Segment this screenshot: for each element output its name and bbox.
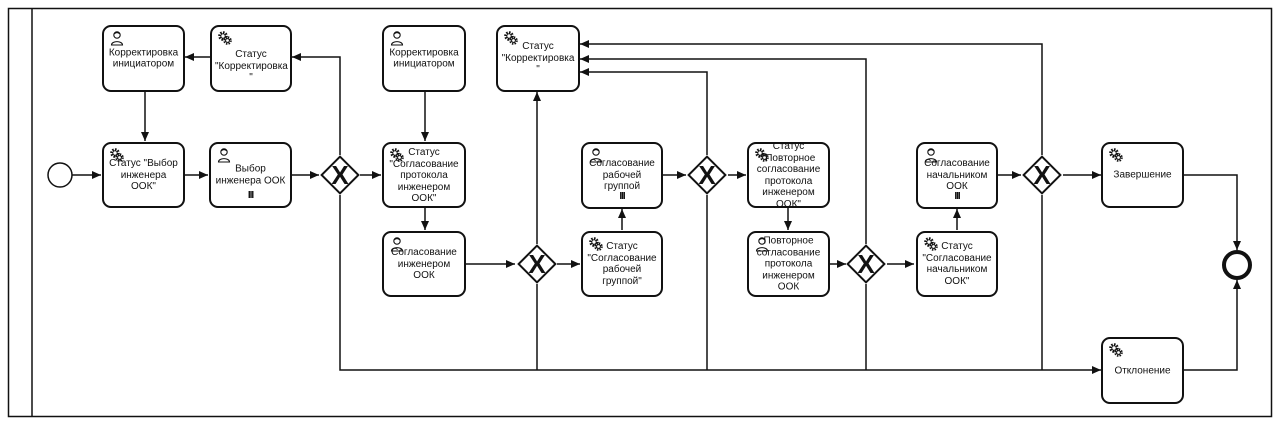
flow-otklonenie-to-end: [1184, 280, 1241, 371]
multi-instance-marker: III: [954, 191, 960, 202]
user-icon: [389, 30, 405, 46]
start-event[interactable]: [47, 162, 73, 188]
user-icon: [109, 30, 125, 46]
task-label: Выбор инженера ООК: [215, 163, 286, 187]
task-vybor[interactable]: Выбор инженера ООК III: [209, 142, 292, 208]
task-label: Статус "Выбор инженера ООК": [109, 157, 178, 192]
task-label: Завершение: [1113, 169, 1172, 181]
task-corr2[interactable]: Корректировка инициатором: [382, 25, 466, 92]
task-label: Корректировка инициатором: [108, 47, 179, 70]
user-icon: [389, 236, 405, 252]
task-label: Повторное согласование протокола инженер…: [756, 235, 821, 293]
flow-g3-to-status-corr2: [580, 68, 708, 155]
task-status-sogl-rab[interactable]: Статус "Согласование рабочей группой": [581, 231, 663, 297]
pool-frame: [7, 7, 1273, 418]
task-label: Статус "Согласование рабочей группой": [587, 241, 657, 287]
task-zavershenie[interactable]: Завершение: [1101, 142, 1184, 208]
task-status-vybor[interactable]: Статус "Выбор инженера ООК": [102, 142, 185, 208]
task-label: Согласование начальником ООК: [924, 158, 990, 192]
task-otklonenie[interactable]: Отклонение: [1101, 337, 1184, 404]
task-label: Статус "Корректировка ": [215, 49, 288, 83]
task-status-sogl-nach[interactable]: Статус "Согласование начальником ООК": [916, 231, 998, 297]
user-icon: [588, 147, 604, 163]
flow-g4-to-status-corr2: [580, 55, 867, 244]
multi-instance-marker: III: [619, 191, 625, 202]
gear-icon: [389, 147, 405, 163]
user-icon: [754, 236, 770, 252]
gear-icon: [588, 236, 604, 252]
task-status-sogl-prot[interactable]: Статус "Согласование протокола инженером…: [382, 142, 466, 208]
task-label: Статус "Повторное согласование протокола…: [756, 141, 821, 210]
task-status-corr1[interactable]: Статус "Корректировка ": [210, 25, 292, 92]
task-label: Статус "Согласование начальником ООК": [922, 241, 992, 287]
task-label: Статус "Корректировка ": [501, 41, 575, 75]
task-corr1[interactable]: Корректировка инициатором: [102, 25, 185, 92]
gear-icon: [1108, 342, 1124, 358]
gear-icon: [754, 147, 770, 163]
end-event[interactable]: [1222, 250, 1252, 280]
task-label: Отклонение: [1114, 364, 1171, 376]
flow-g1-to-status-corr1: [292, 53, 341, 155]
task-status-corr2[interactable]: Статус "Корректировка ": [496, 25, 580, 92]
task-sogl-ing[interactable]: Согласование инженером ООК: [382, 231, 466, 297]
task-sogl-nach[interactable]: Согласование начальником ООК III: [916, 142, 998, 209]
gear-icon: [1108, 147, 1124, 163]
gear-icon: [217, 30, 233, 46]
task-label: Корректировка инициатором: [389, 47, 459, 70]
multi-instance-marker: III: [247, 190, 254, 201]
flow-zavershenie-to-end: [1184, 174, 1241, 250]
task-label: Согласование инженером ООК: [391, 246, 457, 281]
task-povt[interactable]: Повторное согласование протокола инженер…: [747, 231, 830, 297]
task-sogl-rab[interactable]: Согласование рабочей группой III: [581, 142, 663, 209]
task-label: Согласование рабочей группой: [589, 158, 655, 192]
user-icon: [923, 147, 939, 163]
flow-g1-to-otklonenie: [339, 195, 1101, 374]
gear-icon: [109, 147, 125, 163]
task-label: Статус "Согласование протокола инженером…: [389, 147, 459, 204]
gear-icon: [503, 30, 519, 46]
task-status-povt[interactable]: Статус "Повторное согласование протокола…: [747, 141, 830, 210]
user-icon: [216, 147, 232, 163]
gear-icon: [923, 236, 939, 252]
flow-g5-to-status-corr2: [580, 40, 1043, 155]
